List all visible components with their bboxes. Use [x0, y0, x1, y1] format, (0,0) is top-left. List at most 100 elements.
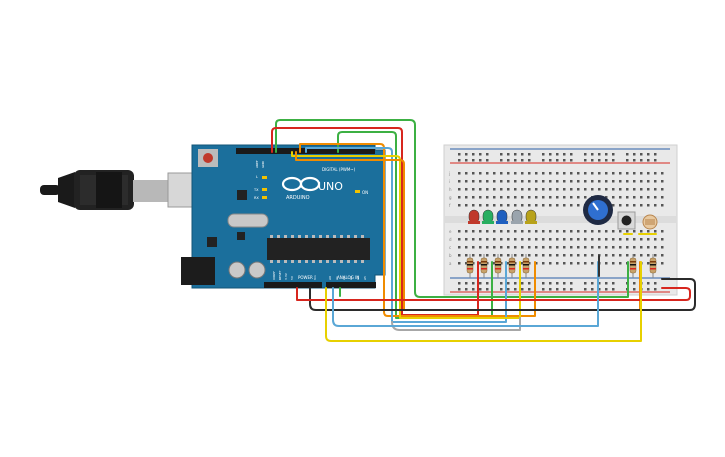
breadboard-hole[interactable] [591, 238, 594, 241]
rail-hole[interactable] [626, 159, 629, 162]
breadboard-hole[interactable] [493, 254, 496, 257]
breadboard-hole[interactable] [626, 204, 629, 207]
breadboard-hole[interactable] [563, 204, 566, 207]
breadboard-hole[interactable] [640, 254, 643, 257]
breadboard-hole[interactable] [465, 238, 468, 241]
breadboard-hole[interactable] [591, 262, 594, 265]
breadboard-hole[interactable] [521, 246, 524, 249]
breadboard-hole[interactable] [591, 180, 594, 183]
breadboard-hole[interactable] [577, 204, 580, 207]
rail-hole[interactable] [654, 159, 657, 162]
breadboard-hole[interactable] [598, 230, 601, 233]
breadboard-hole[interactable] [472, 246, 475, 249]
breadboard-hole[interactable] [479, 204, 482, 207]
breadboard-hole[interactable] [612, 172, 615, 175]
breadboard-hole[interactable] [542, 238, 545, 241]
breadboard-hole[interactable] [584, 262, 587, 265]
rail-hole[interactable] [563, 282, 566, 285]
breadboard-hole[interactable] [661, 172, 664, 175]
breadboard-hole[interactable] [535, 254, 538, 257]
breadboard-hole[interactable] [535, 204, 538, 207]
breadboard-hole[interactable] [619, 246, 622, 249]
breadboard-hole[interactable] [458, 262, 461, 265]
breadboard-hole[interactable] [465, 180, 468, 183]
breadboard-hole[interactable] [465, 262, 468, 265]
breadboard-hole[interactable] [479, 246, 482, 249]
breadboard-hole[interactable] [556, 254, 559, 257]
breadboard-hole[interactable] [535, 196, 538, 199]
breadboard-hole[interactable] [619, 172, 622, 175]
resistor[interactable] [508, 254, 516, 278]
breadboard-hole[interactable] [598, 238, 601, 241]
rail-hole[interactable] [479, 288, 482, 291]
breadboard-hole[interactable] [521, 172, 524, 175]
breadboard-hole[interactable] [647, 188, 650, 191]
wire[interactable] [275, 119, 629, 298]
led[interactable] [496, 209, 508, 224]
breadboard-hole[interactable] [654, 204, 657, 207]
breadboard-hole[interactable] [584, 246, 587, 249]
wire[interactable] [391, 317, 521, 331]
breadboard-hole[interactable] [647, 246, 650, 249]
breadboard-hole[interactable] [640, 180, 643, 183]
rail-hole[interactable] [542, 282, 545, 285]
rail-hole[interactable] [647, 282, 650, 285]
rail-hole[interactable] [500, 282, 503, 285]
rail-hole[interactable] [486, 159, 489, 162]
breadboard-hole[interactable] [465, 172, 468, 175]
rail-hole[interactable] [549, 282, 552, 285]
breadboard-hole[interactable] [486, 246, 489, 249]
breadboard-hole[interactable] [486, 196, 489, 199]
rail-hole[interactable] [598, 159, 601, 162]
rail-hole[interactable] [654, 288, 657, 291]
breadboard-hole[interactable] [556, 180, 559, 183]
breadboard-hole[interactable] [535, 246, 538, 249]
breadboard-hole[interactable] [500, 246, 503, 249]
breadboard-hole[interactable] [486, 230, 489, 233]
rail-hole[interactable] [598, 288, 601, 291]
breadboard-hole[interactable] [570, 238, 573, 241]
photoresistor[interactable] [642, 214, 658, 230]
breadboard-hole[interactable] [549, 204, 552, 207]
rail-hole[interactable] [542, 159, 545, 162]
breadboard-hole[interactable] [556, 204, 559, 207]
breadboard-hole[interactable] [521, 254, 524, 257]
rail-hole[interactable] [472, 282, 475, 285]
breadboard-hole[interactable] [619, 238, 622, 241]
breadboard-hole[interactable] [640, 246, 643, 249]
breadboard-hole[interactable] [605, 196, 608, 199]
rail-hole[interactable] [640, 159, 643, 162]
breadboard-hole[interactable] [626, 172, 629, 175]
breadboard-hole[interactable] [612, 180, 615, 183]
rail-hole[interactable] [563, 288, 566, 291]
rail-hole[interactable] [556, 288, 559, 291]
breadboard-hole[interactable] [542, 262, 545, 265]
breadboard-hole[interactable] [535, 230, 538, 233]
breadboard-hole[interactable] [661, 196, 664, 199]
breadboard-hole[interactable] [654, 238, 657, 241]
rail-hole[interactable] [472, 159, 475, 162]
wire[interactable] [295, 151, 641, 311]
breadboard-hole[interactable] [661, 238, 664, 241]
breadboard-hole[interactable] [479, 188, 482, 191]
rail-hole[interactable] [514, 159, 517, 162]
wire[interactable] [296, 287, 691, 301]
resistor[interactable] [466, 254, 474, 278]
rail-hole[interactable] [507, 282, 510, 285]
breadboard-hole[interactable] [577, 254, 580, 257]
breadboard-hole[interactable] [612, 230, 615, 233]
breadboard-hole[interactable] [633, 196, 636, 199]
wire[interactable] [271, 127, 479, 316]
rail-hole[interactable] [556, 282, 559, 285]
breadboard-hole[interactable] [640, 172, 643, 175]
breadboard-hole[interactable] [661, 204, 664, 207]
rail-hole[interactable] [500, 159, 503, 162]
breadboard-hole[interactable] [577, 196, 580, 199]
rail-hole[interactable] [647, 288, 650, 291]
breadboard-hole[interactable] [493, 246, 496, 249]
breadboard-hole[interactable] [647, 238, 650, 241]
breadboard-hole[interactable] [577, 246, 580, 249]
breadboard-hole[interactable] [654, 254, 657, 257]
